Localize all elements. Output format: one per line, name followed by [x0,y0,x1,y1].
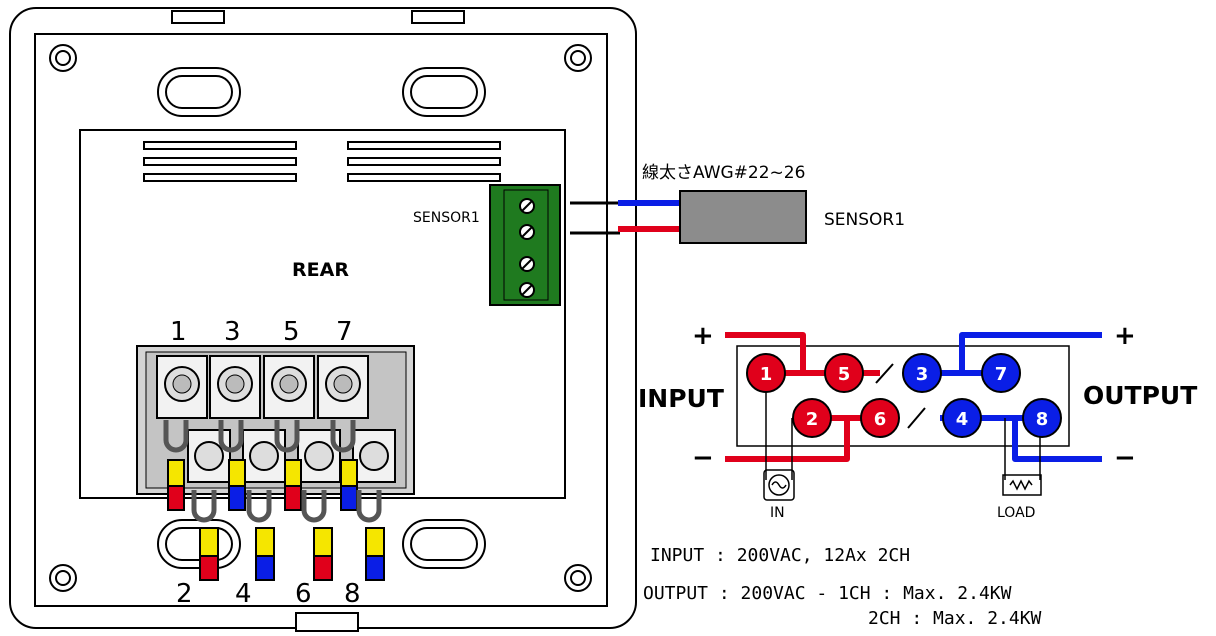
schematic-node-blue: 4 [942,398,982,438]
screw-icon [187,429,231,483]
output-label: OUTPUT [1083,381,1197,410]
in-label: IN [770,505,785,521]
svg-text:8: 8 [1036,409,1049,430]
power-terminal-block: 1 3 5 7 2 4 6 8 [136,317,415,609]
svg-text:5: 5 [838,364,851,385]
crimp-lug-upper [163,420,358,511]
crimp-lug-lower [191,490,385,581]
corner-screw-icon [564,564,592,592]
svg-text:6: 6 [874,409,887,430]
plus-right: + [1114,321,1136,351]
terminal-number: 1 [170,317,187,347]
terminal-number: 5 [283,317,300,347]
terminal-number: 8 [344,579,361,609]
screw-icon [263,355,315,419]
wire-gauge-label: 線太さAWG#22~26 [642,163,805,183]
minus-right: − [1114,443,1136,473]
mounting-slot [402,67,486,117]
corner-screw-icon [49,44,77,72]
corner-screw-icon [49,564,77,592]
schematic-node-blue: 7 [981,353,1021,393]
svg-text:1: 1 [760,364,773,385]
sensor-cable: 線太さAWG#22~26 SENSOR1 [570,163,905,244]
terminal-number: 3 [224,317,241,347]
input-label: INPUT [638,384,724,413]
screw-icon [156,355,208,419]
relay-schematic: 1 5 2 6 3 7 4 8 INPUT OUTPUT + − + − IN … [638,321,1197,521]
load-label: LOAD [997,505,1035,521]
schematic-node-red: 6 [860,398,900,438]
terminal-number: 2 [176,579,193,609]
svg-text:7: 7 [995,364,1008,385]
spec-input: INPUT : 200VAC, 12Ax 2CH [650,545,910,566]
sensor-terminal-label: SENSOR1 [413,210,480,226]
screw-icon [317,355,369,419]
svg-text:3: 3 [916,364,929,385]
mounting-slot [157,67,241,117]
minus-left: − [692,443,714,473]
spec-output-1ch: OUTPUT : 200VAC - 1CH : Max. 2.4KW [643,583,1012,604]
sensor-label: SENSOR1 [824,210,905,230]
corner-screw-icon [564,44,592,72]
mounting-slot [402,519,486,569]
plus-left: + [692,321,714,351]
schematic-node-blue: 3 [902,353,942,393]
schematic-node-blue: 8 [1022,398,1062,438]
svg-text:2: 2 [806,409,819,430]
rear-label: REAR [292,259,349,281]
svg-text:4: 4 [956,409,969,430]
sensor-terminal-block: SENSOR1 [413,184,561,306]
vent-slots [143,141,501,182]
screw-icon [352,429,396,483]
schematic-node-red: 5 [824,353,864,393]
spec-output-2ch: 2CH : Max. 2.4KW [868,608,1042,629]
terminal-number: 7 [336,317,353,347]
screw-icon [209,355,261,419]
spec-block: INPUT : 200VAC, 12Ax 2CH OUTPUT : 200VAC… [643,545,1042,629]
schematic-node-red: 1 [746,353,786,393]
terminal-number: 4 [235,579,252,609]
schematic-node-red: 2 [792,398,832,438]
terminal-number: 6 [295,579,312,609]
